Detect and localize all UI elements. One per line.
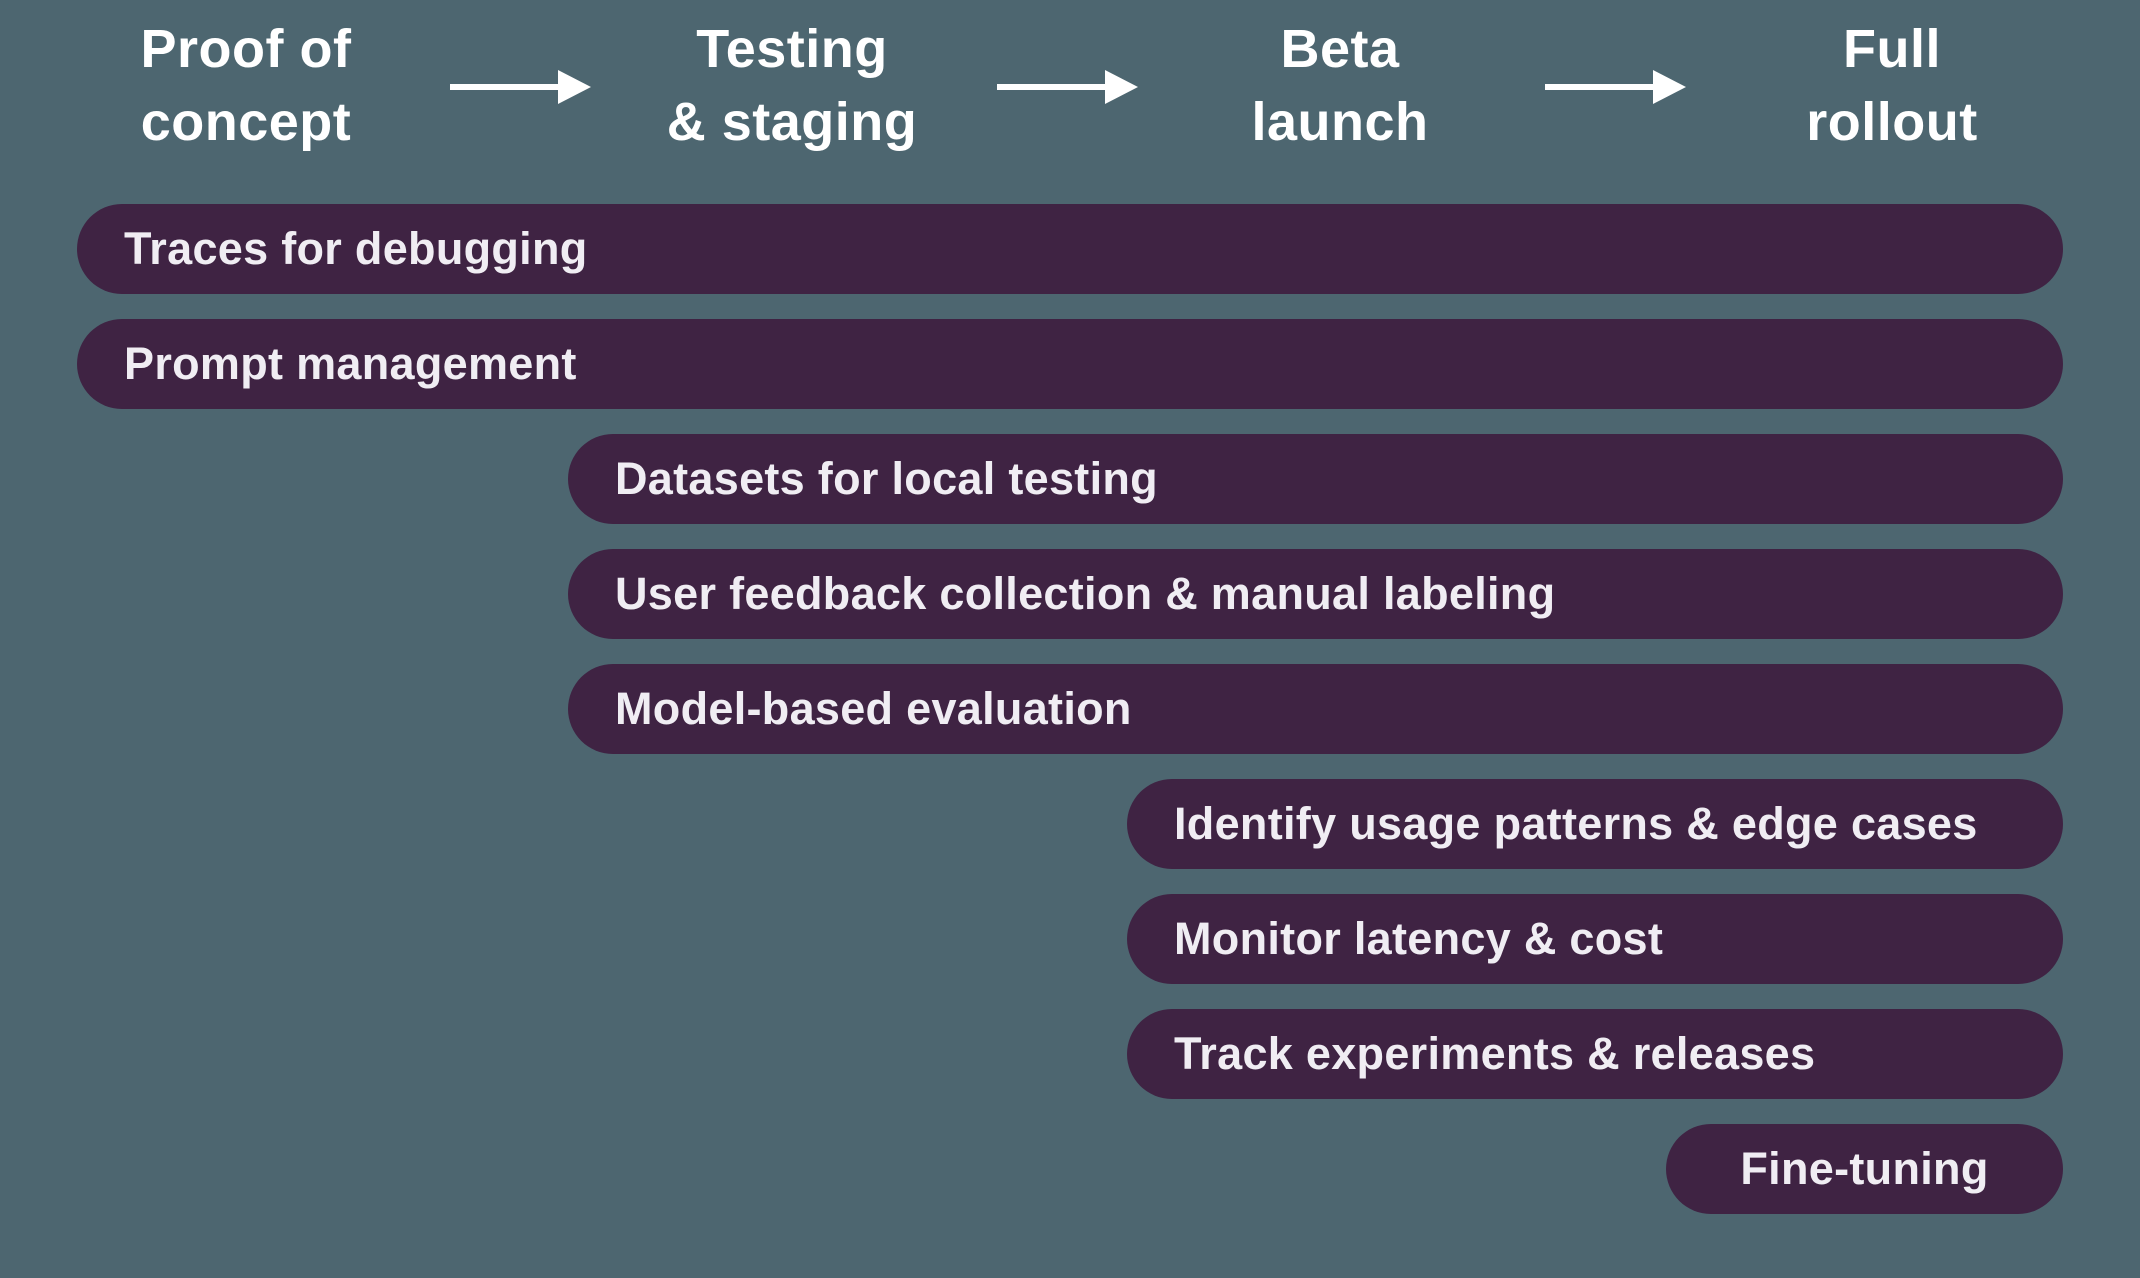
bar-label: Datasets for local testing <box>615 453 1158 504</box>
bar-track-experiments-releases: Track experiments & releases <box>1127 1009 2063 1099</box>
stage-label-line: concept <box>140 92 352 152</box>
bar-prompt-management: Prompt management <box>77 319 2063 409</box>
stage-label-line: Testing <box>696 19 888 79</box>
arrow-right-icon <box>1545 70 1686 104</box>
stage-label-line: Full <box>1843 19 1941 79</box>
stage-label-line: Proof of <box>140 19 352 79</box>
bar-monitor-latency-cost: Monitor latency & cost <box>1127 894 2063 984</box>
stage-label-full-rollout: Full rollout <box>1682 13 2102 159</box>
bar-traces-for-debugging: Traces for debugging <box>77 204 2063 294</box>
bar-label: Fine-tuning <box>1740 1143 1989 1194</box>
bar-user-feedback-collection: User feedback collection & manual labeli… <box>568 549 2063 639</box>
bar-label: Model-based evaluation <box>615 683 1132 734</box>
bar-label: Track experiments & releases <box>1174 1028 1816 1079</box>
arrow-right-icon <box>997 70 1138 104</box>
bar-label: Identify usage patterns & edge cases <box>1174 798 1978 849</box>
bar-identify-usage-patterns: Identify usage patterns & edge cases <box>1127 779 2063 869</box>
bar-model-based-evaluation: Model-based evaluation <box>568 664 2063 754</box>
stage-label-line: launch <box>1251 92 1429 152</box>
bar-label: Traces for debugging <box>124 223 588 274</box>
stage-label-testing-staging: Testing & staging <box>582 13 1002 159</box>
stage-label-line: rollout <box>1806 92 1978 152</box>
bar-fine-tuning: Fine-tuning <box>1666 1124 2063 1214</box>
bar-datasets-for-local-testing: Datasets for local testing <box>568 434 2063 524</box>
stage-label-proof-of-concept: Proof of concept <box>36 13 456 159</box>
bar-label: Prompt management <box>124 338 577 389</box>
arrow-right-icon <box>450 70 591 104</box>
stage-label-line: Beta <box>1280 19 1400 79</box>
bar-label: User feedback collection & manual labeli… <box>615 568 1556 619</box>
stage-label-line: & staging <box>666 92 918 152</box>
bar-label: Monitor latency & cost <box>1174 913 1664 964</box>
stage-label-beta-launch: Beta launch <box>1130 13 1550 159</box>
